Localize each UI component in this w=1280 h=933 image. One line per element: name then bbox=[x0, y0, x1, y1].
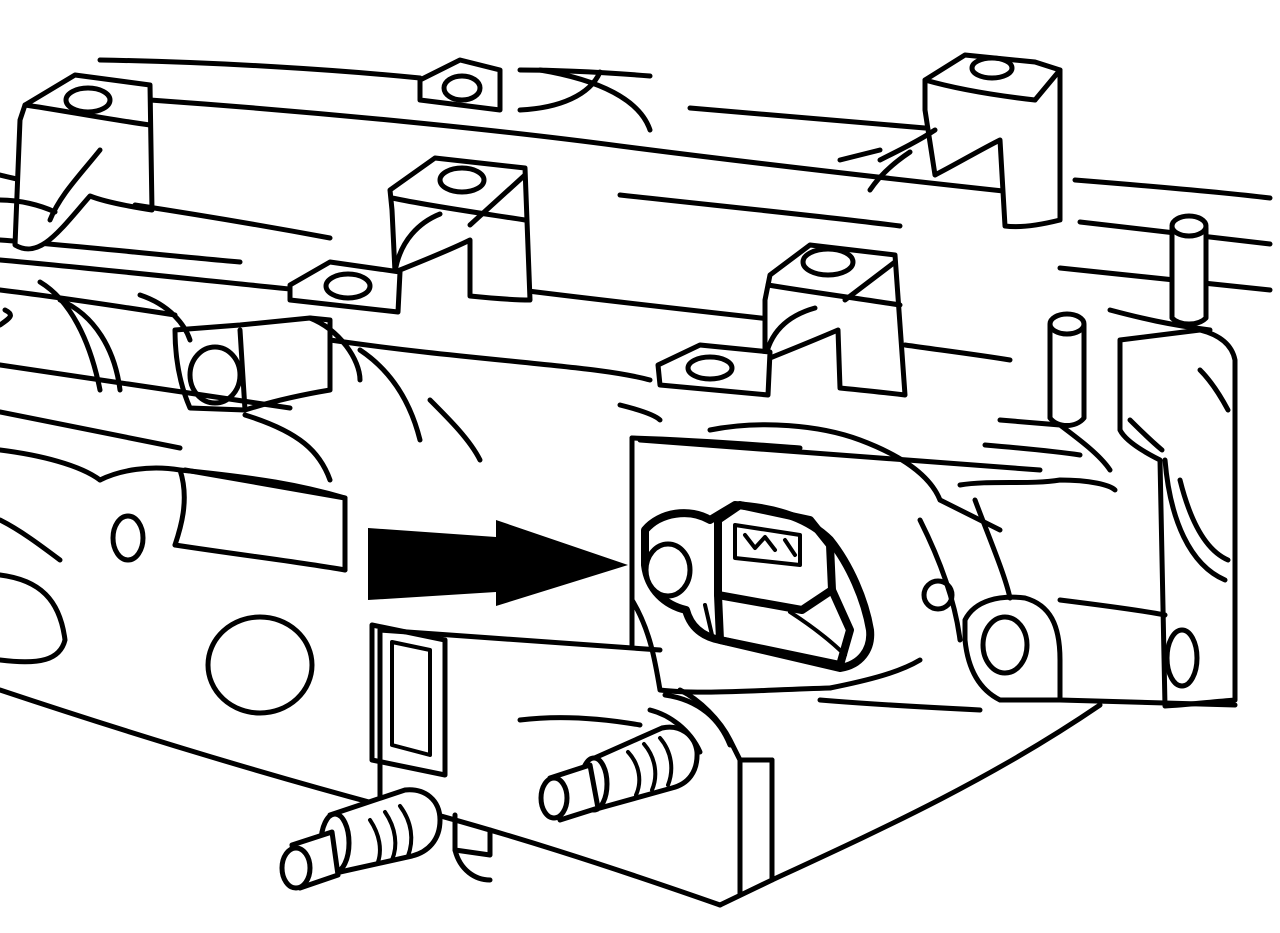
middle-rail-lines bbox=[0, 279, 663, 483]
bearing-cap-top-center bbox=[417, 57, 653, 133]
lower-block-face bbox=[377, 627, 1238, 908]
dowel-pin-short bbox=[1047, 311, 1087, 428]
bearing-cap-top-right bbox=[837, 52, 1063, 230]
upper-rail-lines bbox=[0, 57, 1273, 333]
threaded-stud-rear bbox=[538, 692, 733, 823]
pointer-arrow bbox=[368, 520, 628, 606]
sensor-mounting-pad bbox=[629, 422, 1003, 695]
bearing-cap-middle bbox=[132, 155, 533, 303]
sensor-connector bbox=[641, 501, 875, 672]
bolt-boss-right bbox=[655, 342, 773, 398]
threaded-stud-front bbox=[279, 787, 443, 891]
bearing-cap-left bbox=[0, 72, 155, 252]
rectangular-port bbox=[369, 622, 448, 778]
lower-left-lug bbox=[172, 315, 363, 413]
bolt-boss-left bbox=[287, 259, 403, 315]
lower-left-block-face bbox=[0, 437, 1043, 808]
bearing-cap-right-middle bbox=[762, 242, 1013, 398]
right-lower-lug bbox=[957, 477, 1168, 703]
dowel-pin-tall bbox=[1169, 213, 1209, 327]
